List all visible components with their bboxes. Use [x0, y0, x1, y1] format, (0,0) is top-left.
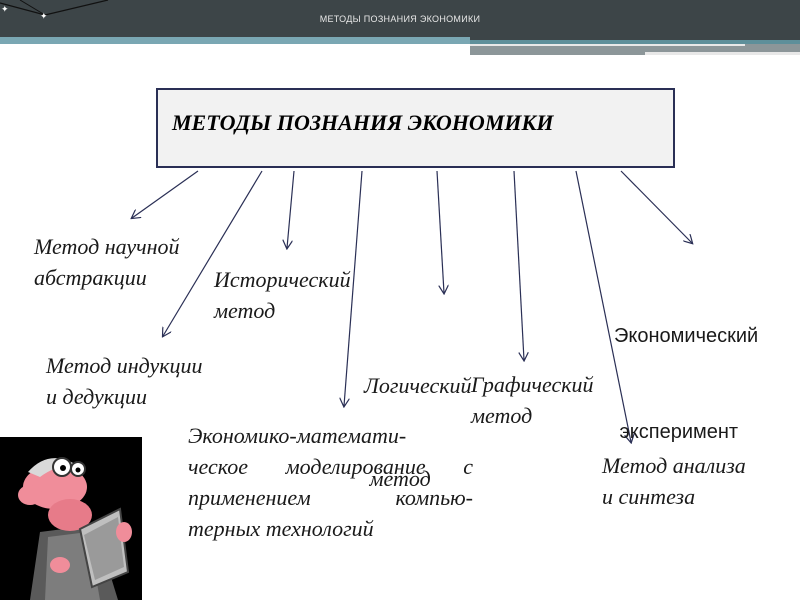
arrow-graphical — [513, 170, 524, 360]
method-graphical: Графический метод — [471, 372, 594, 428]
method-induction-deduction: Метод индукции и дедукции — [46, 353, 203, 409]
method-logical: Логический метод — [364, 373, 472, 491]
svg-text:✦: ✦ — [40, 11, 48, 21]
arrow-experiment — [620, 170, 692, 243]
method-math-modeling: Экономико-математи- ческое моделирование… — [188, 423, 473, 541]
arrow-analysis — [575, 170, 631, 442]
arrow-induction — [163, 170, 263, 336]
method-historical: Исторический метод — [214, 267, 351, 323]
main-title-box: МЕТОДЫ ПОЗНАНИЯ ЭКОНОМИКИ — [156, 88, 675, 168]
svg-text:✦: ✦ — [1, 4, 9, 14]
method-experiment: Экономический эксперимент — [614, 325, 759, 443]
header-title: МЕТОДЫ ПОЗНАНИЯ ЭКОНОМИКИ — [319, 14, 481, 24]
arrow-logical — [436, 170, 444, 293]
header-stripe-light — [0, 37, 470, 44]
header-stripe-white-line-2 — [645, 52, 800, 55]
arrow-math-modeling — [344, 170, 363, 406]
slide-header: ✦ ✦ МЕТОДЫ ПОЗНАНИЯ ЭКОНОМИКИ — [0, 0, 800, 40]
arrow-abstraction — [132, 170, 199, 218]
arrow-historical — [287, 170, 295, 248]
main-title: МЕТОДЫ ПОЗНАНИЯ ЭКОНОМИКИ — [172, 110, 554, 135]
reading-man-icon — [0, 437, 142, 600]
method-abstraction: Метод научной абстракции — [34, 234, 180, 290]
method-analysis-synthesis: Метод анализа и синтеза — [602, 453, 746, 509]
header-stripe-gray — [470, 44, 800, 55]
header-stripe-white-line — [470, 44, 745, 46]
network-decoration-icon: ✦ ✦ — [0, 0, 109, 21]
